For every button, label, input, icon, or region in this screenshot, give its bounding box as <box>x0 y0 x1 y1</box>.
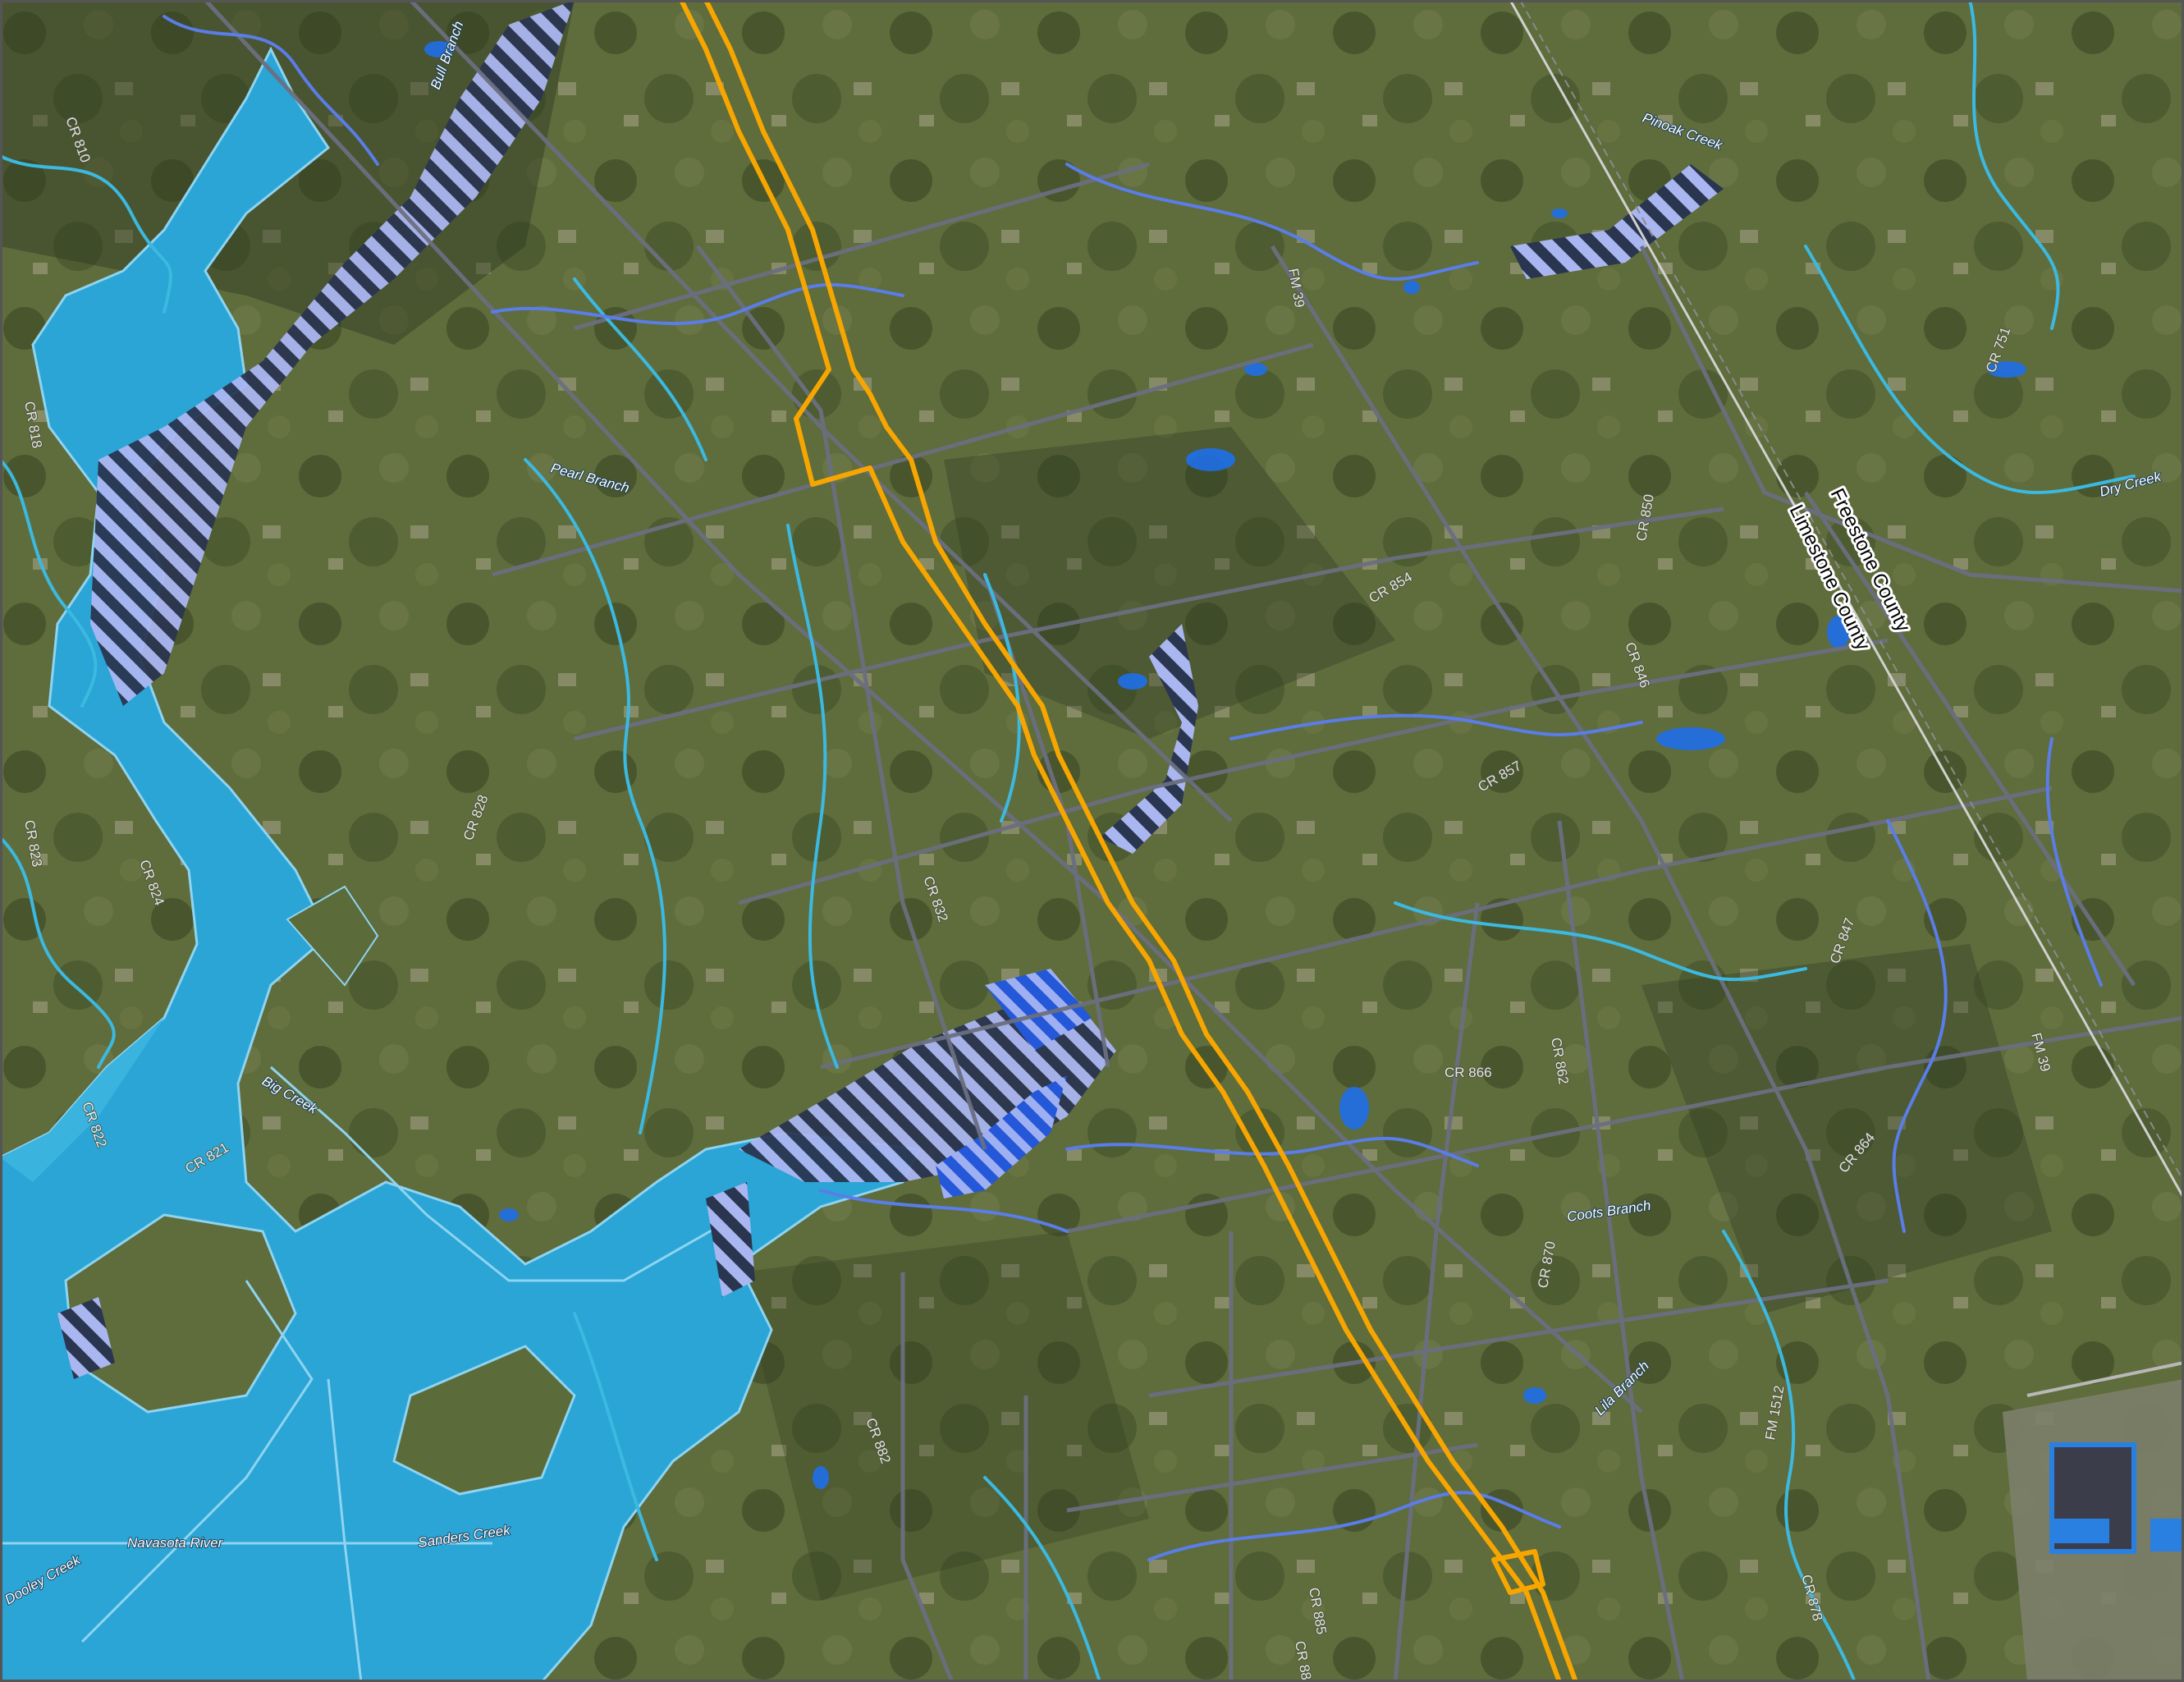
corridor-boundary-west[interactable] <box>679 0 1562 1682</box>
road-label: CR 866 <box>1445 1065 1492 1080</box>
water-label: Navasota River <box>127 1535 224 1551</box>
corridor-jog[interactable] <box>1491 1549 1545 1595</box>
corridor-boundary-east[interactable] <box>703 0 1578 1682</box>
floodplain-layer <box>57 0 1724 1379</box>
facility-area <box>2003 1361 2184 1682</box>
stream-network <box>0 0 2136 1682</box>
project-corridor[interactable] <box>679 0 1578 1682</box>
county-boundary <box>1509 0 2184 1199</box>
wetland-layer <box>424 41 2026 1489</box>
